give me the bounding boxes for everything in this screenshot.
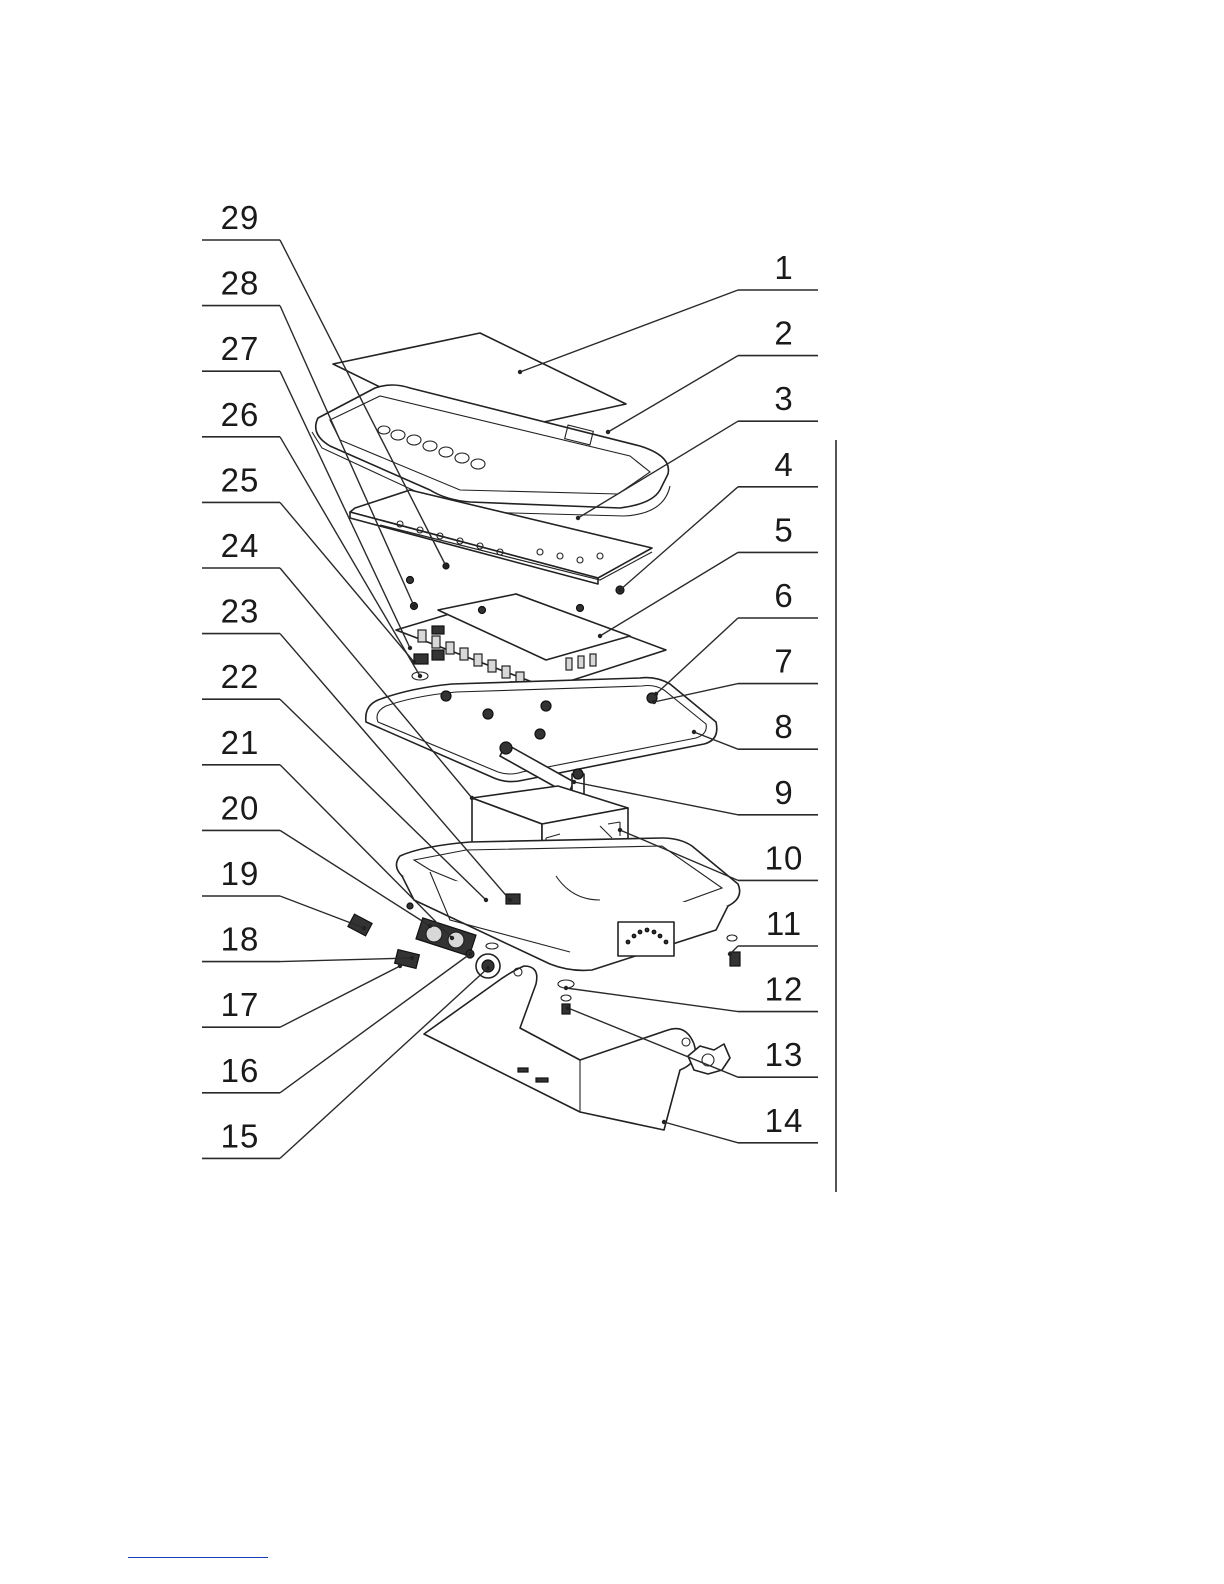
leader-arrow-tip	[654, 692, 658, 696]
callout-number: 6	[774, 577, 793, 614]
callout-number: 28	[221, 265, 260, 302]
leader-arrow-tip	[486, 966, 490, 970]
callout-number: 10	[765, 839, 804, 876]
leader-arrow-tip	[692, 730, 696, 734]
callout-leader	[280, 958, 412, 962]
callout-number: 9	[774, 774, 793, 811]
leader-arrow-tip	[468, 952, 472, 956]
leader-arrow-tip	[410, 956, 414, 960]
callout-number: 27	[221, 330, 260, 367]
callout-leader	[608, 356, 738, 432]
callout-number: 13	[765, 1036, 804, 1073]
leader-arrow-tip	[652, 700, 656, 704]
callout-number: 20	[221, 789, 260, 826]
leader-arrow-tip	[450, 936, 454, 940]
leader-arrow-tip	[576, 516, 580, 520]
callout-number: 17	[221, 986, 260, 1023]
leader-arrow-tip	[598, 634, 602, 638]
leader-arrow-tip	[508, 898, 512, 902]
callout-number: 29	[221, 199, 260, 236]
leader-arrow-tip	[572, 780, 576, 784]
callout-11: 11	[728, 905, 818, 956]
callout-number: 18	[221, 921, 260, 958]
callout-number: 7	[774, 643, 793, 680]
callout-14: 14	[662, 1102, 818, 1143]
callout-leader	[520, 290, 738, 372]
callout-number: 23	[221, 593, 260, 630]
callout-leader	[566, 988, 738, 1012]
callout-number: 11	[766, 905, 802, 942]
callout-leader	[664, 1122, 738, 1143]
part-rear-housing	[396, 838, 739, 970]
leader-arrow-tip	[444, 564, 448, 568]
leader-arrow-tip	[728, 952, 732, 956]
leader-arrow-tip	[408, 646, 412, 650]
leader-arrow-tip	[566, 1006, 570, 1010]
leader-arrow-tip	[412, 660, 416, 664]
callout-number: 16	[221, 1052, 260, 1089]
callout-18: 18	[202, 921, 414, 962]
part-connectors	[414, 650, 444, 664]
callout-number: 24	[221, 527, 260, 564]
callout-number: 4	[774, 446, 793, 483]
leader-arrow-tip	[470, 796, 474, 800]
callout-5: 5	[598, 511, 818, 638]
callout-leader	[280, 896, 364, 928]
part-stand-bracket	[424, 954, 730, 1130]
callout-number: 8	[774, 708, 793, 745]
callout-number: 5	[774, 511, 793, 548]
callout-number: 22	[221, 658, 260, 695]
leader-arrow-tip	[618, 828, 622, 832]
callout-number: 2	[774, 315, 793, 352]
leader-arrow-tip	[412, 604, 416, 608]
callout-number: 19	[221, 855, 260, 892]
callout-number: 21	[221, 724, 260, 761]
callout-leader	[656, 618, 738, 694]
callout-number: 3	[774, 380, 793, 417]
leader-arrow-tip	[362, 926, 366, 930]
leader-arrow-tip	[518, 370, 522, 374]
callout-leader	[280, 568, 472, 798]
parts	[312, 333, 740, 1130]
callout-leader	[280, 968, 488, 1158]
leader-arrow-tip	[618, 588, 622, 592]
callout-number: 12	[765, 971, 804, 1008]
leader-arrow-tip	[418, 674, 422, 678]
leader-arrow-tip	[398, 964, 402, 968]
callout-12: 12	[564, 971, 818, 1012]
callout-number: 26	[221, 396, 260, 433]
callout-number: 1	[774, 249, 793, 286]
callout-19: 19	[202, 855, 366, 930]
leader-arrow-tip	[428, 924, 432, 928]
leader-arrow-tip	[606, 430, 610, 434]
leader-arrow-tip	[662, 1120, 666, 1124]
footer-rule	[128, 1557, 268, 1558]
leader-arrow-tip	[484, 898, 488, 902]
vent-grille	[618, 922, 674, 956]
callout-17: 17	[202, 964, 402, 1027]
leader-arrow-tip	[564, 986, 568, 990]
callout-number: 15	[221, 1117, 260, 1154]
callout-number: 14	[765, 1102, 804, 1139]
callout-number: 25	[221, 461, 260, 498]
